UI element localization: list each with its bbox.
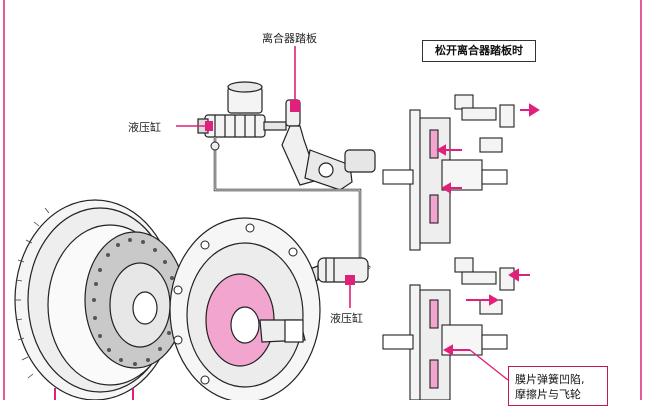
pedal-label: 离合器踏板: [262, 32, 317, 45]
clutch-disc: [84, 231, 186, 369]
release-arrows-top: [435, 103, 540, 194]
note-pointer: [469, 349, 509, 381]
slave-cylinder-label: 液压缸: [330, 312, 363, 325]
master-cylinder-label: 液压缸: [128, 121, 161, 134]
master-marker: [205, 121, 213, 131]
release-fork: [259, 319, 306, 343]
note-box: 膜片弹簧凹陷, 摩擦片与飞轮: [508, 366, 608, 406]
release-diagram-top: [382, 94, 515, 251]
pressure-plate-bolts: [173, 223, 298, 385]
clutch-pedal: [281, 99, 376, 191]
slave-marker: [345, 275, 355, 285]
release-title: 松开离合器踏板时: [422, 40, 536, 62]
pedal-marker: [290, 100, 300, 112]
note-line-2: 摩擦片与飞轮: [515, 388, 581, 401]
pressure-plate: [169, 217, 321, 400]
release-diagram-bottom: [382, 257, 515, 400]
note-line-1: 膜片弹簧凹陷,: [515, 373, 585, 386]
release-arrows-bottom: [442, 268, 530, 356]
flywheel-teeth: [15, 207, 50, 379]
